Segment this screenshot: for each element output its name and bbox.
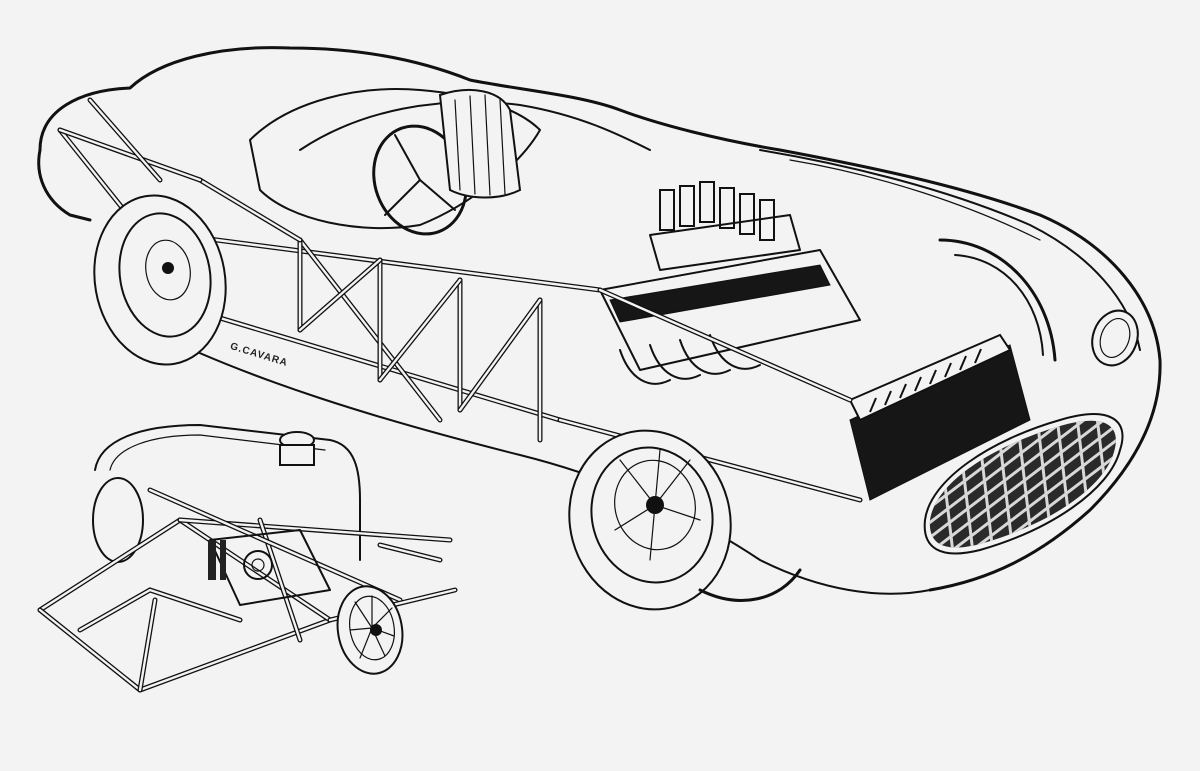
spaceframe-chassis: [57, 97, 863, 503]
headlamp: [1091, 309, 1139, 367]
seat: [438, 89, 522, 199]
front-grille: [923, 413, 1124, 555]
carburettor-stack: [649, 181, 801, 271]
engine-block: [599, 181, 861, 385]
far-front-wheel: [938, 238, 1057, 362]
front-wheel: [568, 429, 802, 611]
rear-wheel: [93, 194, 227, 366]
inset-chassis-detail: [37, 424, 458, 693]
radiator: [848, 333, 1031, 501]
